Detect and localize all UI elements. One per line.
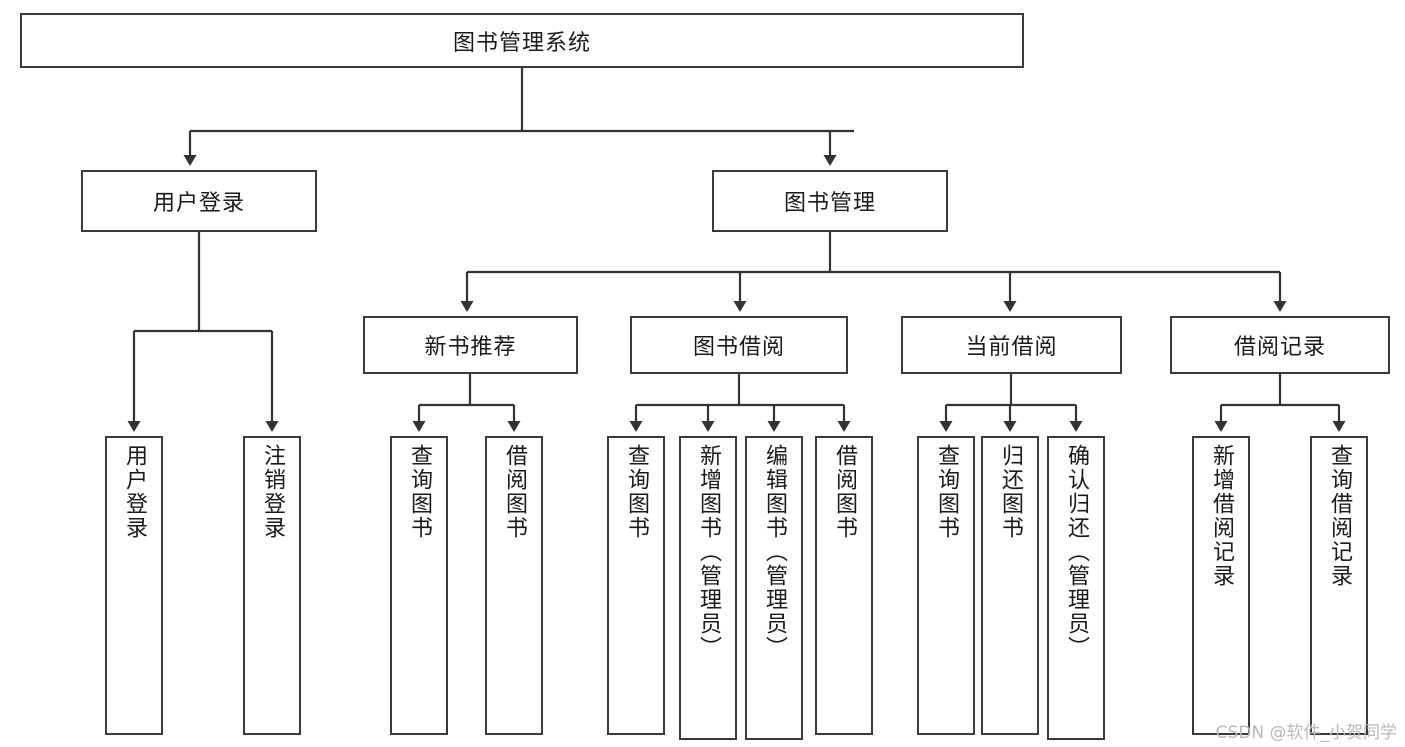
leaf-borrow-book-2[interactable]: 借阅图书 [815, 436, 873, 735]
leaf-query-book-2[interactable]: 查询图书 [607, 436, 665, 735]
edge-book-borrow-to-leaves [629, 374, 851, 432]
leaf-query-record[interactable]: 查询借阅记录 [1310, 436, 1368, 735]
node-root[interactable]: 图书管理系统 [20, 13, 1024, 68]
leaf-add-book[interactable]: 新增图书（管理员） [679, 436, 737, 740]
leaf-borrow-book-1-label: 借阅图书 [502, 444, 527, 540]
leaf-add-record-label: 新增借阅记录 [1209, 444, 1234, 588]
node-borrow-record-label: 借阅记录 [1233, 335, 1326, 360]
node-current-borrow[interactable]: 当前借阅 [901, 316, 1122, 374]
node-book-borrow[interactable]: 图书借阅 [630, 316, 848, 374]
node-user-login-label: 用户登录 [152, 191, 245, 216]
edge-user-login-to-leaves [127, 232, 279, 432]
leaf-borrow-book-1[interactable]: 借阅图书 [485, 436, 543, 735]
leaf-confirm-return[interactable]: 确认归还（管理员） [1047, 436, 1105, 740]
leaf-query-book-2-label: 查询图书 [624, 444, 649, 540]
leaf-return-book-label: 归还图书 [998, 444, 1023, 540]
node-new-book-recommend[interactable]: 新书推荐 [363, 316, 578, 374]
edge-new-book-recommend-to-leaves [412, 374, 521, 432]
node-new-book-recommend-label: 新书推荐 [424, 335, 517, 360]
node-borrow-record[interactable]: 借阅记录 [1170, 316, 1390, 374]
leaf-logout[interactable]: 注销登录 [243, 436, 301, 735]
node-book-manage[interactable]: 图书管理 [712, 170, 948, 232]
edge-book-manage-to-level3 [460, 232, 1287, 312]
leaf-add-record[interactable]: 新增借阅记录 [1192, 436, 1250, 735]
node-current-borrow-label: 当前借阅 [965, 335, 1058, 360]
edge-current-borrow-to-leaves [939, 374, 1083, 432]
leaf-query-book-3[interactable]: 查询图书 [917, 436, 975, 735]
leaf-return-book[interactable]: 归还图书 [981, 436, 1039, 735]
leaf-add-book-label: 新增图书（管理员） [696, 444, 721, 660]
leaf-user-login[interactable]: 用户登录 [105, 436, 163, 735]
leaf-query-book-1-label: 查询图书 [407, 444, 432, 540]
leaf-edit-book-label: 编辑图书（管理员） [762, 444, 787, 660]
leaf-user-login-label: 用户登录 [122, 444, 147, 540]
leaf-query-book-1[interactable]: 查询图书 [390, 436, 448, 735]
leaf-borrow-book-2-label: 借阅图书 [832, 444, 857, 540]
leaf-confirm-return-label: 确认归还（管理员） [1064, 444, 1089, 660]
node-book-manage-label: 图书管理 [783, 191, 876, 216]
leaf-query-record-label: 查询借阅记录 [1327, 444, 1352, 588]
edge-root-to-level2 [183, 68, 854, 166]
edge-borrow-record-to-leaves [1214, 374, 1346, 432]
leaf-query-book-3-label: 查询图书 [934, 444, 959, 540]
node-root-label: 图书管理系统 [452, 30, 591, 56]
node-book-borrow-label: 图书借阅 [692, 335, 785, 360]
leaf-edit-book[interactable]: 编辑图书（管理员） [745, 436, 803, 740]
leaf-logout-label: 注销登录 [260, 444, 285, 540]
node-user-login[interactable]: 用户登录 [81, 170, 317, 232]
